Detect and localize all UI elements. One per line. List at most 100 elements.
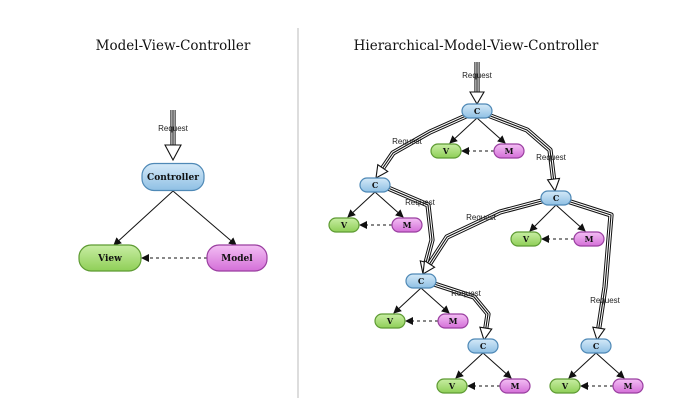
mvc-controller-to-view-arrow — [113, 190, 174, 246]
hmvc-bottom-mid-view-node-shape — [436, 378, 468, 394]
hmvc-bottom-right-model-node-label: M — [624, 381, 633, 391]
hmvc-request-label-3: Request — [405, 198, 436, 207]
mvc-view-node: View — [78, 244, 142, 272]
hmvc-mid-view-node-label: V — [386, 316, 394, 326]
hmvc-request-label-top: Request — [462, 71, 493, 80]
hmvc-right-view-node-label: V — [522, 234, 530, 244]
hmvc-bottom-right-view-node: V — [549, 378, 581, 394]
hmvc-bottom-mid-model-node-shape — [499, 378, 531, 394]
hmvc-request-arrow-4-arrowhead — [422, 259, 436, 276]
hmvc-request-arrow-2 — [479, 109, 561, 193]
mvc-controller-to-model-arrow — [172, 190, 237, 246]
hmvc-request-arrow-1 — [375, 109, 477, 180]
hmvc-top-view-node: V — [430, 143, 462, 159]
hmvc-top-view-node-shape — [430, 143, 462, 159]
hmvc-bottom-right-controller-node: C — [580, 338, 612, 354]
hmvc-bottom-mid-view-node: V — [436, 378, 468, 394]
hmvc-request-arrow-6-arrowhead — [592, 326, 606, 342]
hmvc-mid-model-node-label: M — [449, 316, 458, 326]
hmvc-request-arrow-top-arrowhead — [469, 91, 485, 106]
hmvc-left-view-node-shape — [328, 217, 360, 233]
mvc-title: Model-View-Controller — [96, 38, 251, 54]
hmvc-right-controller-node: C — [540, 190, 572, 206]
hmvc-bottom-right-c-to-m-arrow — [595, 352, 625, 379]
hmvc-left-model-node: M — [391, 217, 423, 233]
hmvc-right-controller-node-label: C — [553, 193, 559, 203]
hmvc-left-controller-node: C — [359, 177, 391, 193]
hmvc-request-arrow-5-arrowhead — [479, 326, 493, 342]
hmvc-top-model-node: M — [493, 143, 525, 159]
hmvc-bottom-mid-controller-node: C — [467, 338, 499, 354]
hmvc-left-model-node-shape — [391, 217, 423, 233]
hmvc-bottom-right-view-node-label: V — [561, 381, 569, 391]
hmvc-request-arrow-5 — [427, 279, 493, 342]
mvc-model-node-shape — [206, 244, 268, 272]
mvc-request-label: Request — [158, 124, 189, 133]
mvc-view-node-shape — [78, 244, 142, 272]
hmvc-top-c-to-v-arrow — [449, 117, 478, 144]
hmvc-mid-view-node-shape — [374, 313, 406, 329]
mvc-model-node: Model — [206, 244, 268, 272]
hmvc-right-c-to-m-arrow — [555, 204, 586, 232]
mvc-view-node-label: View — [97, 254, 122, 264]
mvc-controller-node-label: Controller — [147, 173, 199, 183]
hmvc-right-view-node: V — [510, 231, 542, 247]
hmvc-bottom-mid-view-node-label: V — [448, 381, 456, 391]
hmvc-bottom-mid-model-node: M — [499, 378, 531, 394]
hmvc-title: Hierarchical-Model-View-Controller — [354, 38, 599, 54]
hmvc-request-arrow-6 — [557, 195, 614, 342]
hmvc-top-model-node-shape — [493, 143, 525, 159]
hmvc-mid-c-to-v-arrow — [393, 287, 422, 314]
hmvc-bottom-right-model-node: M — [612, 378, 644, 394]
hmvc-request-arrow-4 — [422, 195, 554, 276]
hmvc-bottom-right-model-node-shape — [612, 378, 644, 394]
hmvc-request-arrow-1-arrowhead — [375, 163, 389, 180]
hmvc-mid-model-node: M — [437, 313, 469, 329]
hmvc-right-view-node-shape — [510, 231, 542, 247]
hmvc-top-controller-node: C — [461, 103, 493, 119]
mvc-controller-node-shape — [141, 162, 205, 192]
hmvc-left-c-to-m-arrow — [374, 191, 404, 218]
mvc-controller-node: Controller — [141, 162, 205, 192]
hmvc-left-view-node: V — [328, 217, 360, 233]
hmvc-left-c-to-v-arrow — [347, 191, 376, 218]
hmvc-right-c-to-v-arrow — [529, 204, 557, 232]
hmvc-bottom-right-controller-node-label: C — [593, 341, 599, 351]
hmvc-bottom-mid-model-node-label: M — [511, 381, 520, 391]
hmvc-top-controller-node-label: C — [474, 106, 480, 116]
hmvc-mid-c-to-m-arrow — [420, 287, 450, 314]
hmvc-top-controller-node-shape — [461, 103, 493, 119]
hmvc-left-controller-node-label: C — [372, 180, 378, 190]
hmvc-right-controller-node-shape — [540, 190, 572, 206]
hmvc-bottom-mid-c-to-v-arrow — [455, 352, 484, 379]
hmvc-request-arrow-top — [469, 62, 485, 106]
hmvc-bottom-right-c-to-v-arrow — [568, 352, 597, 379]
hmvc-request-label-2: Request — [536, 153, 567, 162]
hmvc-top-model-node-label: M — [505, 146, 514, 156]
hmvc-mid-controller-node-shape — [405, 273, 437, 289]
hmvc-bottom-mid-controller-node-label: C — [480, 341, 486, 351]
hmvc-request-arrow-2-arrowhead — [546, 177, 561, 193]
hmvc-request-label-1: Request — [392, 137, 423, 146]
hmvc-top-c-to-m-arrow — [476, 117, 506, 144]
hmvc-mid-model-node-shape — [437, 313, 469, 329]
hmvc-right-model-node: M — [573, 231, 605, 247]
hmvc-left-controller-node-shape — [359, 177, 391, 193]
hmvc-top-view-node-label: V — [442, 146, 450, 156]
hmvc-left-view-node-label: V — [340, 220, 348, 230]
mvc-request-arrow-arrowhead — [164, 144, 182, 162]
hmvc-request-label-5: Request — [451, 289, 482, 298]
hmvc-request-label-4: Request — [466, 213, 497, 222]
hmvc-bottom-right-controller-node-shape — [580, 338, 612, 354]
hmvc-mid-controller-node-label: C — [418, 276, 424, 286]
hmvc-right-model-node-label: M — [585, 234, 594, 244]
hmvc-right-model-node-shape — [573, 231, 605, 247]
hmvc-left-model-node-label: M — [403, 220, 412, 230]
hmvc-bottom-mid-controller-node-shape — [467, 338, 499, 354]
hmvc-request-label-6: Request — [590, 296, 621, 305]
hmvc-mid-view-node: V — [374, 313, 406, 329]
mvc-request-arrow — [164, 110, 182, 162]
hmvc-bottom-mid-c-to-m-arrow — [482, 352, 512, 379]
mvc-model-node-label: Model — [221, 254, 253, 264]
